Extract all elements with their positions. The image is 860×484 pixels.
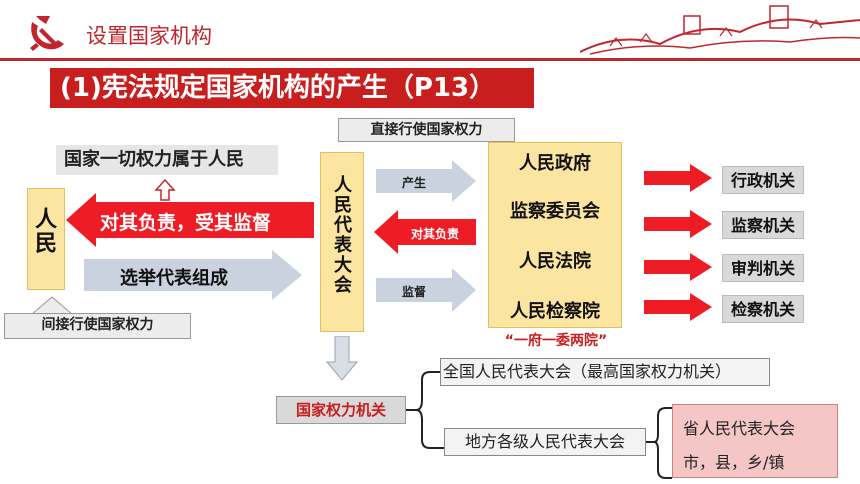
red-arrow-3 bbox=[644, 253, 712, 281]
organ-type-procuratorial: 检察机关 bbox=[722, 295, 804, 323]
organ-court: 人民法院 bbox=[519, 251, 591, 272]
all-power-box: 国家一切权力属于人民 bbox=[56, 145, 278, 175]
red-arrow-1 bbox=[644, 164, 712, 192]
levels-box: 省人民代表大会 市，县，乡/镇 bbox=[672, 404, 838, 478]
organ-type-supervisory: 监察机关 bbox=[722, 211, 804, 239]
elect-arrow bbox=[84, 250, 302, 300]
header-title: 设置国家机构 bbox=[86, 24, 212, 48]
produce-arrow bbox=[376, 160, 476, 202]
indirect-pointer-icon bbox=[32, 296, 72, 314]
congress-label: 人民代表大会 bbox=[331, 175, 352, 295]
responsible-arrow-label: 对其负责，受其监督 bbox=[100, 212, 272, 234]
local-congress-box: 地方各级人民代表大会 bbox=[444, 428, 646, 456]
down-arrow-icon bbox=[326, 336, 358, 381]
elect-arrow-label: 选举代表组成 bbox=[120, 268, 228, 289]
brace-main bbox=[406, 371, 446, 449]
party-emblem-icon bbox=[30, 16, 64, 51]
red-arrow-4 bbox=[644, 293, 712, 321]
congress-box: 人民代表大会 bbox=[320, 152, 364, 332]
people-label: 人民 bbox=[31, 207, 56, 255]
npc-box: 全国人民代表大会（最高国家权力机关） bbox=[440, 358, 770, 386]
organ-supervision: 监察委员会 bbox=[510, 201, 600, 222]
direct-exercise-tag: 直接行使国家权力 bbox=[338, 118, 515, 142]
brace-local bbox=[646, 407, 672, 479]
people-box: 人民 bbox=[27, 188, 65, 290]
supervise-arrow bbox=[376, 268, 476, 312]
section-title: (1)宪法规定国家机构的产生（P13） bbox=[50, 68, 534, 108]
responsible-small-arrow bbox=[374, 210, 476, 254]
great-wall-icon bbox=[580, 5, 860, 55]
organs-box: 人民政府 监察委员会 人民法院 人民检察院 bbox=[488, 142, 622, 328]
organ-type-judicial: 审判机关 bbox=[722, 254, 804, 282]
supervise-arrow-label: 监督 bbox=[401, 285, 426, 299]
organs-note: “一府一委两院” bbox=[504, 333, 608, 349]
level-province: 省人民代表大会 bbox=[683, 419, 796, 438]
organ-government: 人民政府 bbox=[519, 153, 591, 174]
level-city-county-town: 市，县，乡/镇 bbox=[683, 453, 785, 472]
power-organ-box: 国家权力机关 bbox=[276, 396, 406, 424]
indirect-exercise-tag: 间接行使国家权力 bbox=[4, 313, 191, 339]
produce-arrow-label: 产生 bbox=[401, 176, 426, 190]
up-arrow-icon bbox=[154, 178, 176, 201]
organ-procuratorate: 人民检察院 bbox=[510, 301, 600, 322]
header-divider bbox=[0, 58, 860, 61]
responsible-small-arrow-label: 对其负责 bbox=[410, 227, 459, 241]
responsible-arrow bbox=[66, 193, 314, 247]
red-arrow-2 bbox=[644, 210, 712, 238]
organ-type-executive: 行政机关 bbox=[722, 166, 804, 194]
